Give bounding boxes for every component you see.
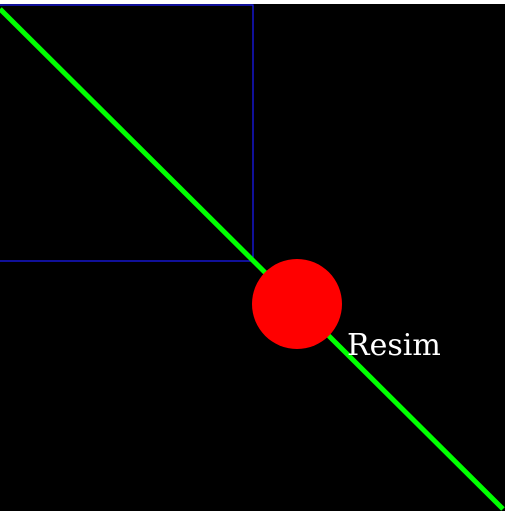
red-circle [252, 259, 342, 349]
drawing-canvas: Resim [0, 4, 505, 511]
scene-drawing: Resim [0, 4, 505, 511]
blue-rectangle-outline [0, 4, 254, 262]
green-diagonal-line [0, 7, 505, 511]
caption-label: Resim [347, 328, 441, 363]
